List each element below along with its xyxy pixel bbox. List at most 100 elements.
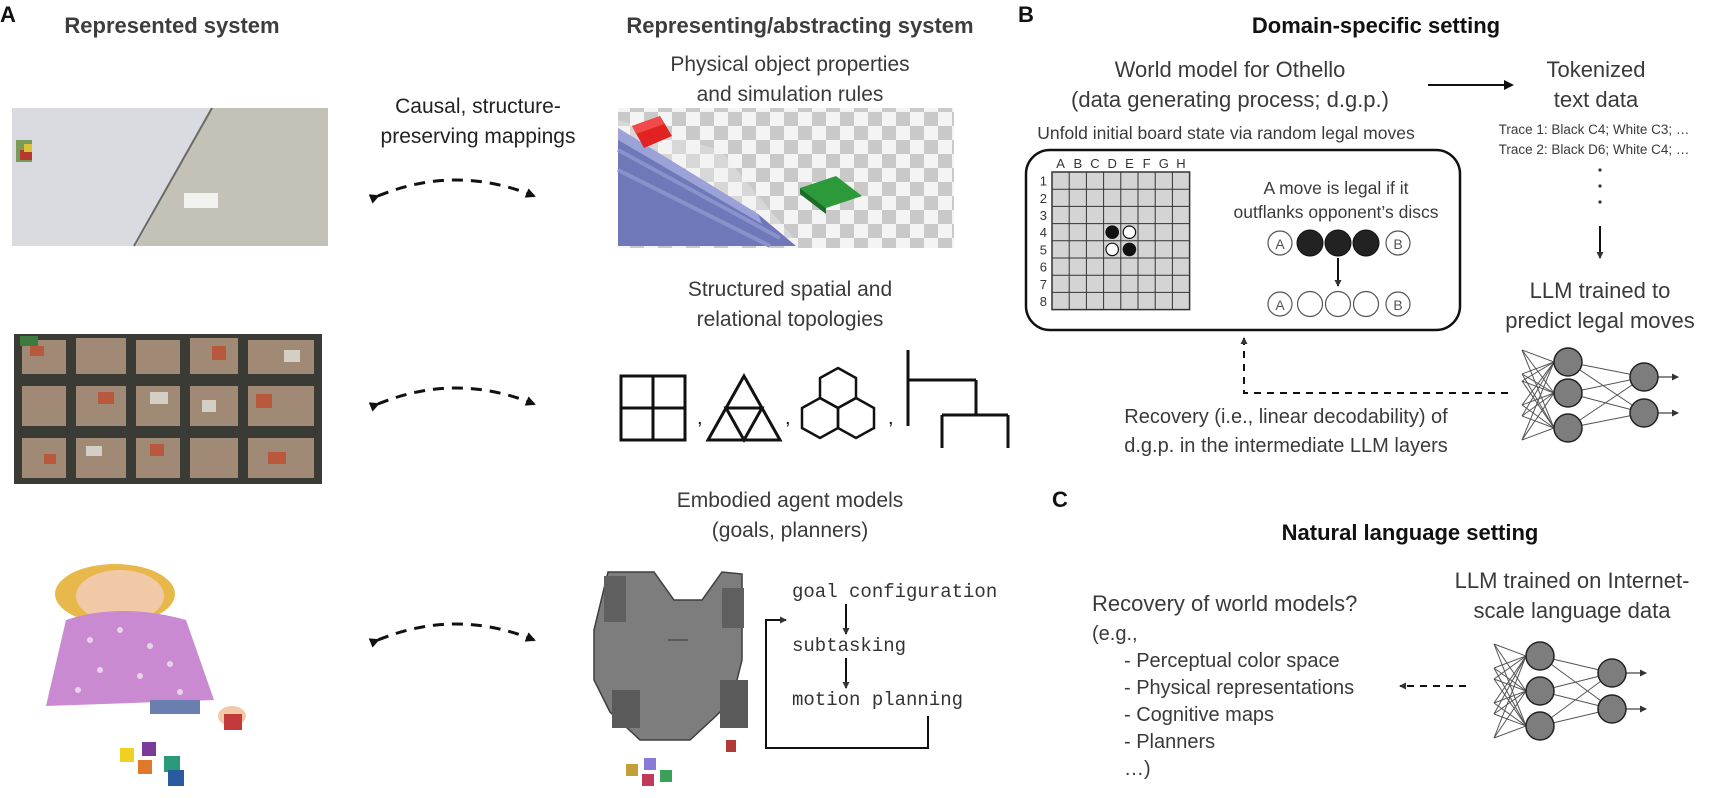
- mapping-arrow-3: [378, 624, 534, 640]
- natural-language-title: Natural language setting: [1282, 520, 1539, 545]
- board-column-label: F: [1143, 156, 1151, 171]
- legal-rule-line2: outflanks opponent’s discs: [1234, 202, 1439, 222]
- triangle-topology: [708, 376, 780, 440]
- nn-node: [1630, 363, 1658, 391]
- recovery-line1: Recovery (i.e., linear decodability) of: [1124, 406, 1448, 428]
- nn-input-edge: [1522, 362, 1554, 440]
- trace-2: Trace 2: Black D6; White C4; …: [1499, 142, 1690, 157]
- recovery-dashed-arrow: [1244, 338, 1508, 393]
- nn-node: [1598, 659, 1626, 687]
- physics-caption-line2: and simulation rules: [697, 83, 884, 106]
- agent-caption-line2: (goals, planners): [712, 519, 868, 542]
- nn-node: [1526, 712, 1554, 740]
- llm-legal-moves-line1: LLM trained to: [1530, 278, 1671, 303]
- disc-label-a: A: [1275, 297, 1285, 313]
- child-playing-photo: [46, 564, 246, 786]
- board-row-label: 4: [1040, 225, 1047, 240]
- mapping-caption-line1: Causal, structure-: [395, 95, 561, 118]
- world-model-item-3: - Cognitive maps: [1124, 704, 1274, 726]
- nn-input-edge: [1494, 644, 1526, 656]
- board-row-label: 1: [1040, 174, 1047, 189]
- nn-input-edge: [1522, 393, 1554, 416]
- topology-separator: ,: [697, 407, 703, 429]
- topology-caption-line1: Structured spatial and: [688, 278, 892, 301]
- trace-1: Trace 1: Black C4; White C3; …: [1499, 122, 1690, 137]
- neural-network-c: [1494, 642, 1646, 740]
- nn-input-edge: [1522, 428, 1554, 440]
- physics-simulation-render: [618, 108, 954, 248]
- world-model-item-1: - Perceptual color space: [1124, 650, 1340, 672]
- topology-separator: ,: [785, 407, 791, 429]
- agent-caption-line1: Embodied agent models: [677, 489, 903, 512]
- disc-sequence-before: [1268, 230, 1410, 256]
- aerial-city-photo: [14, 334, 322, 484]
- recovery-line2: d.g.p. in the intermediate LLM layers: [1124, 435, 1448, 457]
- planner-step-goal: goal configuration: [792, 581, 997, 603]
- world-model-item-2: - Physical representations: [1124, 677, 1354, 699]
- mapping-arrow-2: [378, 388, 534, 404]
- nn-node: [1526, 642, 1554, 670]
- nn-node: [1554, 379, 1582, 407]
- disc-label-a: A: [1275, 236, 1285, 252]
- panel-a-letter: A: [0, 2, 16, 27]
- eg-open: (e.g.,: [1092, 623, 1138, 645]
- board-column-label: H: [1176, 156, 1185, 171]
- tokenized-line1: Tokenized: [1546, 57, 1645, 82]
- world-model-line1: World model for Othello: [1115, 57, 1346, 82]
- llm-legal-moves-line2: predict legal moves: [1505, 308, 1695, 333]
- nn-node: [1630, 399, 1658, 427]
- nn-input-edge: [1522, 362, 1554, 381]
- panel-c-letter: C: [1052, 487, 1068, 512]
- topology-separator: ,: [888, 407, 894, 429]
- nn-node: [1554, 414, 1582, 442]
- board-disc: [1123, 243, 1135, 255]
- unfold-caption: Unfold initial board state via random le…: [1037, 123, 1415, 143]
- domain-specific-title: Domain-specific setting: [1252, 13, 1500, 38]
- llm-internet-line1: LLM trained on Internet-: [1455, 568, 1690, 593]
- nn-node: [1598, 695, 1626, 723]
- tokenized-line2: text data: [1554, 87, 1639, 112]
- nn-input-edge: [1494, 656, 1526, 668]
- board-disc: [1123, 226, 1135, 238]
- representing-system-title: Representing/abstracting system: [626, 13, 973, 38]
- board-row-label: 6: [1040, 260, 1047, 275]
- board-row-label: 5: [1040, 242, 1047, 257]
- planner-step-motion: motion planning: [792, 689, 963, 711]
- nn-node: [1526, 677, 1554, 705]
- recovery-question: Recovery of world models?: [1092, 591, 1357, 616]
- ellipsis-close: …): [1124, 758, 1151, 780]
- board-disc: [1106, 243, 1118, 255]
- tabletop-photo: [12, 108, 328, 246]
- board-row-label: 7: [1040, 277, 1047, 292]
- robot-agent-render: [594, 572, 748, 786]
- topology-caption-line2: relational topologies: [697, 308, 884, 331]
- nn-input-edge: [1522, 362, 1554, 416]
- legal-rule-line1: A move is legal if it: [1264, 178, 1409, 198]
- represented-system-title: Represented system: [64, 13, 279, 38]
- nn-input-edge: [1494, 714, 1526, 726]
- nn-input-edge: [1522, 416, 1554, 428]
- world-model-line2: (data generating process; d.g.p.): [1071, 87, 1389, 112]
- trace-continuation-dots: [1598, 168, 1601, 203]
- nn-node: [1554, 348, 1582, 376]
- disc-label-b: B: [1393, 297, 1402, 313]
- mapping-arrow-1: [378, 180, 534, 196]
- board-column-label: B: [1073, 156, 1082, 171]
- llm-internet-line2: scale language data: [1474, 598, 1672, 623]
- board-disc: [1106, 226, 1118, 238]
- nn-input-edge: [1494, 656, 1526, 714]
- planner-step-subtask: subtasking: [792, 635, 906, 657]
- hexagon-topology: [802, 368, 874, 438]
- grid-topology: [621, 376, 685, 440]
- disc-sequence-after: [1268, 292, 1410, 317]
- board-column-label: G: [1159, 156, 1169, 171]
- board-row-label: 8: [1040, 294, 1047, 309]
- panel-b-letter: B: [1018, 2, 1034, 27]
- board-row-label: 2: [1040, 191, 1047, 206]
- physics-caption-line1: Physical object properties: [670, 53, 909, 76]
- board-column-label: A: [1056, 156, 1065, 171]
- disc-label-b: B: [1393, 236, 1402, 252]
- board-row-label: 3: [1040, 208, 1047, 223]
